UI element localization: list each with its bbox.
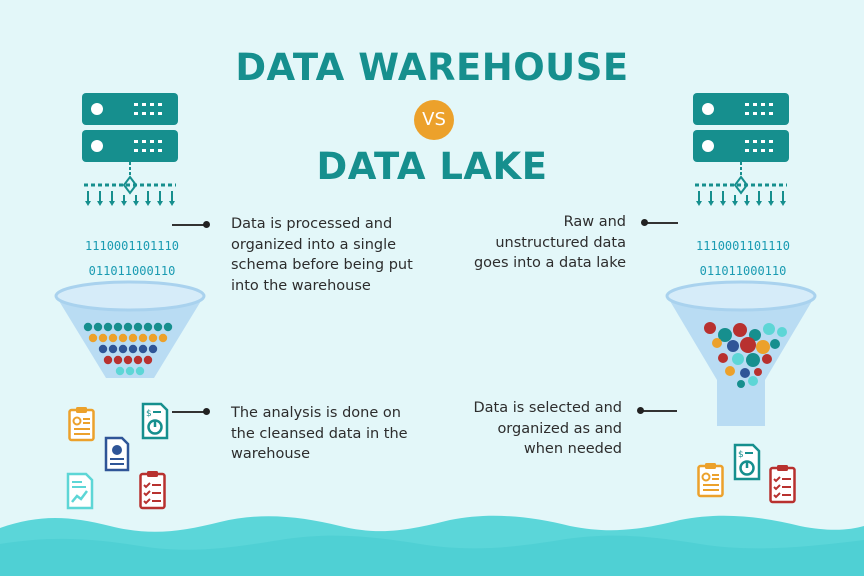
- server-icon: [82, 93, 178, 206]
- document-icon: [104, 436, 130, 472]
- chart-document-icon: $: [141, 402, 169, 440]
- warehouse-step1-text: Data is processed and organized into a s…: [231, 216, 413, 294]
- chart-document-icon: $: [733, 443, 761, 481]
- binary-line: 1110001101110: [85, 239, 179, 253]
- connector-line: [172, 408, 210, 415]
- connector-line: [637, 407, 677, 414]
- binary-line: 011011000110: [88, 264, 176, 278]
- checklist-icon: [769, 465, 796, 504]
- wave-decoration: [0, 515, 864, 576]
- binary-line: 011011000110: [699, 264, 787, 278]
- checklist-icon: [139, 471, 166, 510]
- warehouse-step2-text: The analysis is done on the cleansed dat…: [231, 405, 408, 462]
- chart-document-icon: [66, 472, 94, 510]
- clipboard-report-icon: [68, 407, 95, 442]
- connector-line: [641, 219, 678, 226]
- lake-funnel: [665, 280, 817, 426]
- title-data-warehouse: DATA WAREHOUSE: [235, 46, 629, 89]
- svg-text:$: $: [146, 409, 152, 419]
- connector-line: [172, 221, 210, 228]
- lake-step1-text: Raw and unstructured data goes into a da…: [473, 214, 626, 271]
- lake-step2-text: Data is selected and organized as and wh…: [473, 400, 622, 457]
- title-data-lake: DATA LAKE: [316, 145, 548, 188]
- vs-badge: VS: [414, 100, 454, 140]
- server-icon: [693, 93, 789, 206]
- svg-text:$: $: [738, 450, 744, 460]
- binary-line: 1110001101110: [696, 239, 790, 253]
- warehouse-funnel: [54, 280, 206, 378]
- clipboard-report-icon: [697, 463, 724, 498]
